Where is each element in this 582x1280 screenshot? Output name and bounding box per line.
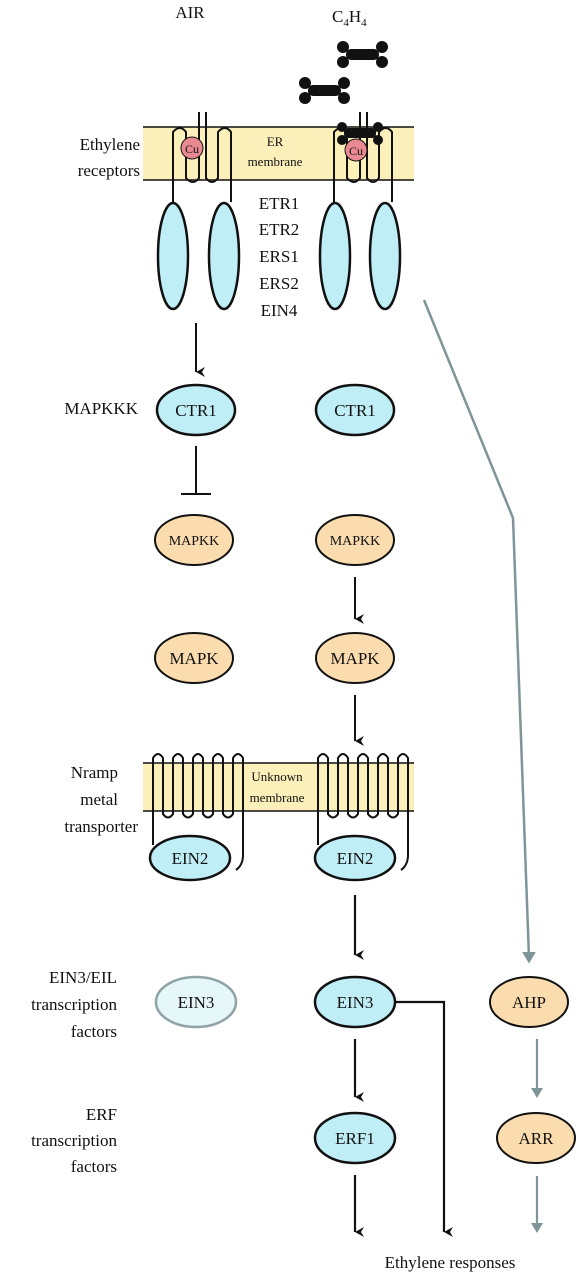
arrow [396,1000,453,1237]
ein2-transmembrane-ethylene [317,753,409,871]
receptor-name: EIN4 [261,301,298,320]
row-label-receptors: Ethylene [80,135,140,154]
ethylene-responses-label: Ethylene responses [385,1253,516,1272]
ctr1-ethylene-node [314,383,396,437]
ein3-ethylene-node [313,975,397,1029]
ein3-air-label: EIN3 [178,993,215,1012]
row-label-nramp: transporter [64,817,138,836]
copper-label: Cu [349,144,363,158]
row-label-receptors: receptors [78,161,140,180]
ein2-transmembrane-air [152,753,244,871]
ethylene-molecule-icon [337,41,388,68]
row-label-nramp: Nramp [71,763,118,782]
copper-ion-icon [180,136,204,160]
row-label-ein3eil: transcription [31,995,117,1014]
mapk-air-label: MAPK [169,649,219,668]
cytokinin-crosstalk-path [422,299,536,964]
receptor-domain [156,201,190,311]
row-label-ein3eil: factors [71,1022,117,1041]
header-air: AIR [175,3,205,22]
copper-ion-icon [344,138,368,162]
receptor-domain [368,201,402,311]
header-ethylene: C4H4 [332,7,367,29]
ein2-ethylene-node [313,834,397,882]
ein3-air-node [154,975,238,1029]
copper-label: Cu [185,142,199,156]
ein2-air-node [148,834,232,882]
mapkk-air-node [154,514,234,566]
mapkk-air-label: MAPKK [169,534,220,549]
row-label-nramp: metal [80,790,118,809]
erf1-node [313,1111,397,1165]
ahp-node [489,976,569,1028]
mapkk-ethylene-node [315,514,395,566]
receptor-name: ERS1 [259,247,299,266]
row-label-erf: transcription [31,1131,117,1150]
receptor-name: ETR1 [259,194,300,213]
receptor-domain [207,201,241,311]
unknown-membrane-label: membrane [250,790,305,805]
ein2-ethylene-label: EIN2 [337,849,374,868]
row-label-erf: factors [71,1157,117,1176]
unknown-membrane-label: Unknown [251,769,303,784]
arrow [531,1176,543,1233]
ein3-ethylene-label: EIN3 [337,993,374,1012]
arrow [531,1039,543,1098]
mapk-ethylene-label: MAPK [330,649,380,668]
bound-ethylene-icon [337,122,383,145]
ein2-air-label: EIN2 [172,849,209,868]
mapk-air-node [154,632,234,684]
row-label-ein3eil: EIN3/EIL [49,968,117,987]
receptor-name: ETR2 [259,220,300,239]
receptor-name: ERS2 [259,274,299,293]
row-label-mapkkk: MAPKKK [64,399,138,418]
ctr1-ethylene-label: CTR1 [334,401,376,420]
ahp-label: AHP [512,993,546,1012]
receptor-domain [318,201,352,311]
arr-node [496,1112,576,1164]
inhibition-arrow [181,446,211,495]
arr-label: ARR [519,1129,555,1148]
ctr1-air-node [155,383,237,437]
row-label-erf: ERF [86,1105,117,1124]
mapkk-ethylene-label: MAPKK [330,534,381,549]
ctr1-air-label: CTR1 [175,401,217,420]
ethylene-molecule-icon [299,77,350,104]
erf1-label: ERF1 [335,1129,375,1148]
er-membrane-label: membrane [248,154,303,169]
mapk-ethylene-node [315,632,395,684]
er-membrane-label: ER [267,134,284,149]
